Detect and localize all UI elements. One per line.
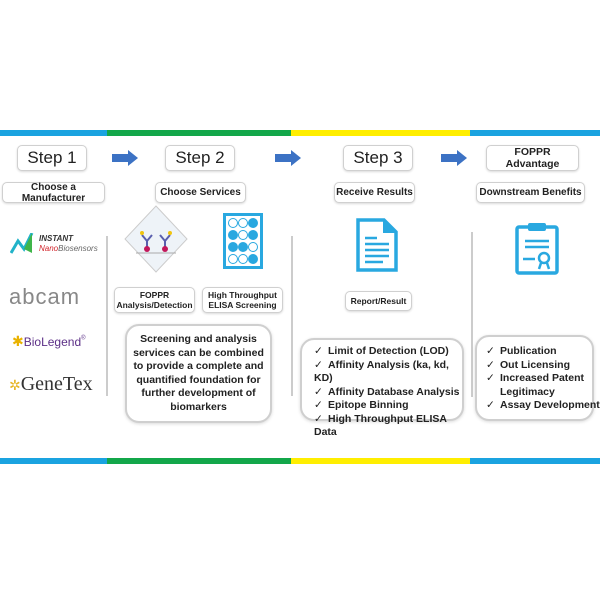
check-icon: ✓ <box>486 372 495 384</box>
benefits-box: ✓ Publication ✓ Out Licensing ✓ Increased P… <box>475 335 600 421</box>
item-text: Affinity Analysis (ka, kd, KD) <box>314 358 449 385</box>
subtitle-choose-services: Choose Services <box>155 182 246 203</box>
list-item: ✓ Increased Patent Legitimacy <box>486 372 592 399</box>
item-text: Publication <box>500 345 557 357</box>
label-line: ELISA Screening <box>208 300 277 310</box>
genetex-logo: ✲GeneTex <box>9 373 93 396</box>
list-item: ✓High Throughput ELISA Data <box>314 413 462 440</box>
check-icon: ✓ <box>314 399 323 411</box>
item-text: High Throughput ELISA Data <box>314 412 447 439</box>
label-line: High Throughput <box>208 290 277 300</box>
nano-text: Nano <box>39 244 59 253</box>
biolegend-logo: ✱BioLegend® <box>12 333 86 351</box>
instant-logo-icon <box>10 233 34 254</box>
top-bar-yellow <box>291 130 470 136</box>
report-result-label: Report/Result <box>345 291 412 311</box>
instant-nanobiosensors-logo: INSTANT NanoBiosensors <box>10 233 100 255</box>
services-note-box: Screening and analysis services can be c… <box>125 324 272 423</box>
label-line: Analysis/Detection <box>116 300 193 310</box>
divider <box>106 236 108 396</box>
foppr-advantage-box: FOPPR Advantage <box>486 145 579 171</box>
nanobiosensors-text: NanoBiosensors <box>39 244 98 253</box>
item-text: Assay Development <box>500 399 600 411</box>
arrow-right-icon <box>112 150 138 166</box>
list-item: ✓Affinity Analysis (ka, kd, KD) <box>314 359 462 386</box>
subtitle-choose-manufacturer: Choose a Manufacturer <box>2 182 105 204</box>
genetex-star-icon: ✲ <box>9 377 21 393</box>
check-icon: ✓ <box>486 345 495 357</box>
bottom-bar-blue <box>0 458 107 464</box>
biolegend-text: BioLegend <box>23 335 82 349</box>
check-icon: ✓ <box>486 399 495 411</box>
biosensors-text: Biosensors <box>58 244 98 253</box>
list-item: ✓ Out Licensing <box>486 359 592 373</box>
results-checklist: ✓Limit of Detection (LOD) ✓Affinity Anal… <box>314 345 462 440</box>
check-icon: ✓ <box>314 358 323 371</box>
instant-text: INSTANT <box>39 234 74 243</box>
top-bar-blue <box>0 130 107 136</box>
foppr-sensor-icon <box>124 205 188 273</box>
list-item: ✓ Limit of Detection (LOD) <box>314 345 462 359</box>
item-text: Epitope Binning <box>328 399 409 411</box>
list-item: ✓ Affinity Database Analysis <box>314 386 462 400</box>
genetex-text: GeneTex <box>20 373 93 395</box>
item-text: Increased Patent Legitimacy <box>500 372 585 398</box>
check-icon: ✓ <box>314 345 323 357</box>
elisa-plate-icon <box>223 213 263 269</box>
divider <box>291 236 293 396</box>
biolegend-figure-icon: ✱ <box>12 333 24 349</box>
list-item: ✓ Epitope Binning <box>314 399 462 413</box>
bottom-bar-green <box>107 458 291 464</box>
benefits-checklist: ✓ Publication ✓ Out Licensing ✓ Increased P… <box>486 345 600 413</box>
divider <box>471 232 473 397</box>
clipboard-certificate-icon <box>515 223 559 275</box>
arrow-right-icon <box>441 150 467 166</box>
item-text: Affinity Database Analysis <box>328 385 460 398</box>
list-item: ✓ Assay Development <box>486 399 600 413</box>
label-line: FOPPR <box>139 290 170 300</box>
check-icon: ✓ <box>486 358 495 371</box>
list-item: ✓ Publication <box>486 345 592 359</box>
top-bar-green <box>107 130 291 136</box>
check-icon: ✓ <box>314 412 323 425</box>
item-text: Out Licensing <box>500 358 571 371</box>
registered-mark: ® <box>81 335 86 342</box>
top-bar-blue-2 <box>470 130 600 136</box>
services-note-text: Screening and analysis services can be c… <box>133 333 264 413</box>
subtitle-downstream-benefits: Downstream Benefits <box>476 182 585 203</box>
arrow-right-icon <box>275 150 301 166</box>
step-1-box: Step 1 <box>17 145 87 171</box>
step-2-box: Step 2 <box>165 145 235 171</box>
subtitle-receive-results: Receive Results <box>334 182 415 203</box>
abcam-logo: abcam <box>9 284 81 309</box>
step-3-box: Step 3 <box>343 145 413 171</box>
check-icon: ✓ <box>314 385 323 398</box>
bottom-bar-blue-2 <box>470 458 600 464</box>
results-checklist-box: ✓Limit of Detection (LOD) ✓Affinity Anal… <box>300 338 464 438</box>
bottom-bar-yellow <box>291 458 470 464</box>
document-icon <box>356 218 398 272</box>
item-text: Limit of Detection (LOD) <box>328 345 449 357</box>
